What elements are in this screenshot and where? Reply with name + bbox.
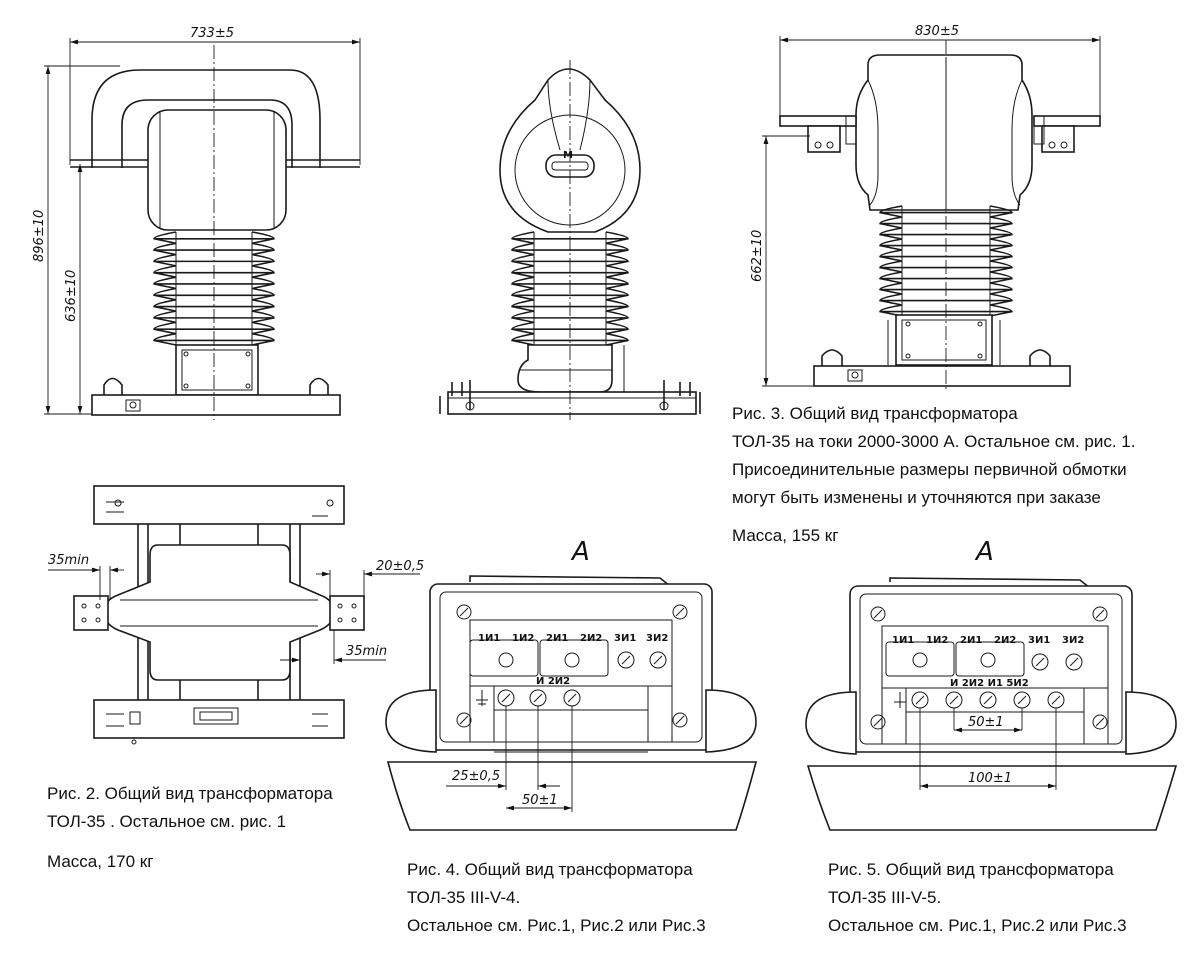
label-2i1-f5: 2И1 xyxy=(960,635,982,646)
caption-fig4: Рис. 4. Общий вид трансформатора ТОЛ-35 … xyxy=(407,856,706,940)
caption-fig5-line1: Рис. 5. Общий вид трансформатора xyxy=(828,860,1114,879)
label-1i2: 1И2 xyxy=(512,633,534,644)
label-1i2-f5: 1И2 xyxy=(926,635,948,646)
dim-636: 636±10 xyxy=(64,270,79,322)
label-3i1: 3И1 xyxy=(614,633,636,644)
dim-35min-right: 35min xyxy=(346,644,387,659)
label-2i1: 2И1 xyxy=(546,633,568,644)
caption-fig3-line4: могут быть изменены и уточняются при зак… xyxy=(732,488,1101,507)
dim-50-fig4: 50±1 xyxy=(522,793,558,808)
dim-35min-left: 35min xyxy=(48,553,89,568)
caption-fig2-line1: Рис. 2. Общий вид трансформатора xyxy=(47,784,333,803)
caption-fig5-line3: Остальное см. Рис.1, Рис.2 или Рис.3 xyxy=(828,916,1127,935)
caption-fig3-mass: Масса, 155 кг xyxy=(732,526,839,545)
dim-733: 733±5 xyxy=(190,26,234,41)
terminal-labels-fig5: 1И1 1И2 2И1 2И2 3И1 3И2 И 2И2 И1 5И2 xyxy=(892,635,1084,689)
figure-3-view xyxy=(762,36,1101,390)
figure-1-front-view xyxy=(44,38,361,420)
caption-fig5-line2: ТОЛ-35 III-V-5. xyxy=(828,888,942,907)
dim-830: 830±5 xyxy=(915,24,959,39)
label-2i2: 2И2 xyxy=(580,633,602,644)
label-3i2: 3И2 xyxy=(646,633,668,644)
label-1i1-f5: 1И1 xyxy=(892,635,914,646)
caption-fig4-line2: ТОЛ-35 III-V-4. xyxy=(407,888,521,907)
caption-fig3-line3: Присоединительные размеры первичной обмо… xyxy=(732,460,1127,479)
caption-fig2-line2: ТОЛ-35 . Остальное см. рис. 1 xyxy=(47,812,287,831)
caption-fig2-mass: Масса, 170 кг xyxy=(47,852,154,871)
figure-1-side-view: М xyxy=(439,60,701,420)
svg-text:М: М xyxy=(563,150,573,161)
dim-50-fig5: 50±1 xyxy=(968,715,1004,730)
caption-fig2: Рис. 2. Общий вид трансформатора ТОЛ-35 … xyxy=(47,780,333,836)
label-1i1: 1И1 xyxy=(478,633,500,644)
label-3i1-f5: 3И1 xyxy=(1028,635,1050,646)
caption-fig3-line2: ТОЛ-35 на токи 2000-3000 А. Остальное см… xyxy=(732,432,1136,451)
dim-662: 662±10 xyxy=(750,230,765,282)
label-2i2-f5: 2И2 xyxy=(994,635,1016,646)
view-label-a-fig4: А xyxy=(570,537,590,567)
figure-4-terminal-box xyxy=(385,575,758,831)
figure-2-top-view xyxy=(48,485,420,745)
caption-fig4-line1: Рис. 4. Общий вид трансформатора xyxy=(407,860,693,879)
caption-fig3: Рис. 3. Общий вид трансформатора ТОЛ-35 … xyxy=(732,400,1135,512)
label-partial: И 2И2 xyxy=(536,676,570,687)
caption-fig3-line1: Рис. 3. Общий вид трансформатора xyxy=(732,404,1018,423)
figure-5-terminal-box xyxy=(805,577,1178,831)
caption-fig5: Рис. 5. Общий вид трансформатора ТОЛ-35 … xyxy=(828,856,1127,940)
view-label-a-fig5: А xyxy=(974,537,994,567)
dim-896: 896±10 xyxy=(32,210,47,262)
label-3i2-f5: 3И2 xyxy=(1062,635,1084,646)
dim-20: 20±0,5 xyxy=(376,559,424,574)
label-partial-f5: И 2И2 И1 5И2 xyxy=(950,678,1029,689)
dim-100: 100±1 xyxy=(968,771,1012,786)
caption-fig4-line3: Остальное см. Рис.1, Рис.2 или Рис.3 xyxy=(407,916,706,935)
dim-25: 25±0,5 xyxy=(452,769,500,784)
terminal-labels-fig4: 1И1 1И2 2И1 2И2 3И1 3И2 И 2И2 xyxy=(478,633,668,687)
